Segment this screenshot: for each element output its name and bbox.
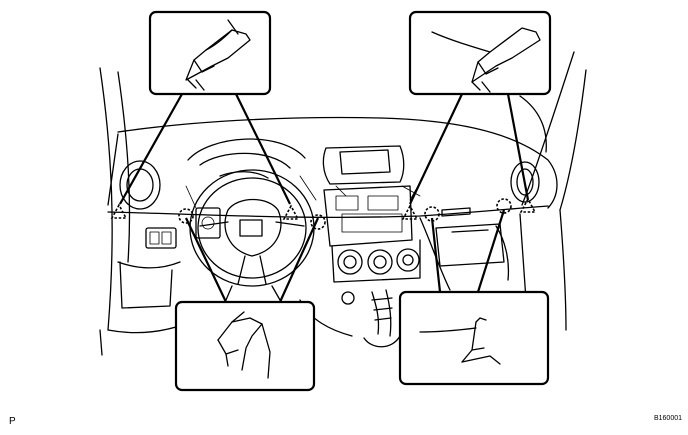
clip-detail-icon [419, 317, 501, 365]
clip-marker-right-1 [424, 206, 440, 222]
clip-marker-left-1 [178, 208, 194, 224]
claw-marker-right-2 [519, 197, 537, 213]
clip-marker-right-2 [496, 198, 512, 214]
claw-detail-icon [431, 27, 541, 93]
page-label: P [9, 416, 16, 427]
clip-marker-left-2 [310, 214, 326, 230]
claw-marker-right-1 [401, 204, 419, 220]
claw-marker-left-1 [110, 203, 128, 219]
figure-code: B160001 [654, 415, 682, 422]
callout-top-right-claw [408, 10, 552, 96]
clip-detail-icon [217, 311, 271, 379]
callout-top-left-claw [148, 10, 272, 96]
claw-detail-icon [185, 19, 251, 91]
leader-lines [119, 93, 530, 303]
claw-marker-left-2 [282, 204, 300, 220]
dashboard-illustration [99, 51, 587, 356]
callout-bottom-left-clip [174, 300, 316, 392]
callout-bottom-right-clip [398, 290, 550, 386]
